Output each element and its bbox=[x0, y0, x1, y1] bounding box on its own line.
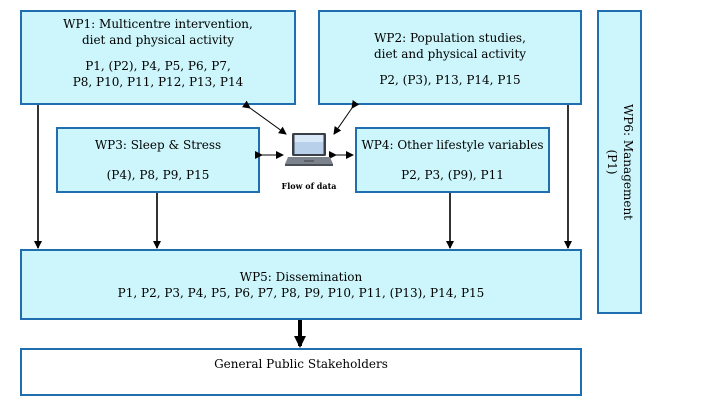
wp4-box: WP4: Other lifestyle variables P2, P3, (… bbox=[355, 127, 550, 193]
wp6-partners: (P1) bbox=[604, 149, 619, 175]
wp2-partners: P2, (P3), P13, P14, P15 bbox=[379, 73, 521, 87]
wp6-label: WP6: Management (P1) bbox=[604, 92, 636, 232]
output-line1: General Public bbox=[214, 357, 305, 371]
wp6-title: WP6: Management bbox=[620, 103, 635, 221]
wp3-partners: (P4), P8, P9, P15 bbox=[106, 168, 210, 182]
wp1-box: WP1: Multicentre intervention, diet and … bbox=[20, 10, 296, 105]
wp1-title: WP1: Multicentre intervention, bbox=[63, 17, 253, 31]
wp4-title: WP4: Other lifestyle variables bbox=[361, 138, 544, 152]
wp5-title: WP5: Dissemination bbox=[239, 270, 363, 284]
flow-of-data-label: Flow of data bbox=[281, 181, 337, 191]
wp6-box: WP6: Management (P1) bbox=[597, 10, 642, 314]
laptop-icon bbox=[285, 133, 333, 166]
wp1-partners-2: P8, P10, P11, P12, P13, P14 bbox=[72, 75, 244, 89]
wp1-partners-1: P1, (P2), P4, P5, P6, P7, bbox=[85, 59, 231, 73]
wp2-title: WP2: Population studies, bbox=[374, 31, 526, 45]
wp5-partners: P1, P2, P3, P4, P5, P6, P7, P8, P9, P10,… bbox=[117, 286, 485, 300]
wp2-box: WP2: Population studies, diet and physic… bbox=[318, 10, 582, 105]
wp4-partners: P2, P3, (P9), P11 bbox=[401, 168, 504, 182]
output-line2: Stakeholders bbox=[307, 357, 388, 371]
wp2-subtitle: diet and physical activity bbox=[373, 47, 527, 61]
wp3-title: WP3: Sleep & Stress bbox=[94, 138, 222, 152]
wp5-box: WP5: Dissemination P1, P2, P3, P4, P5, P… bbox=[20, 249, 582, 320]
wp1-subtitle: diet and physical activity bbox=[81, 33, 235, 47]
arrow-hub-wp2 bbox=[333, 99, 360, 135]
output-box: General Public Stakeholders bbox=[20, 348, 582, 396]
wp3-box: WP3: Sleep & Stress (P4), P8, P9, P15 bbox=[56, 127, 260, 193]
